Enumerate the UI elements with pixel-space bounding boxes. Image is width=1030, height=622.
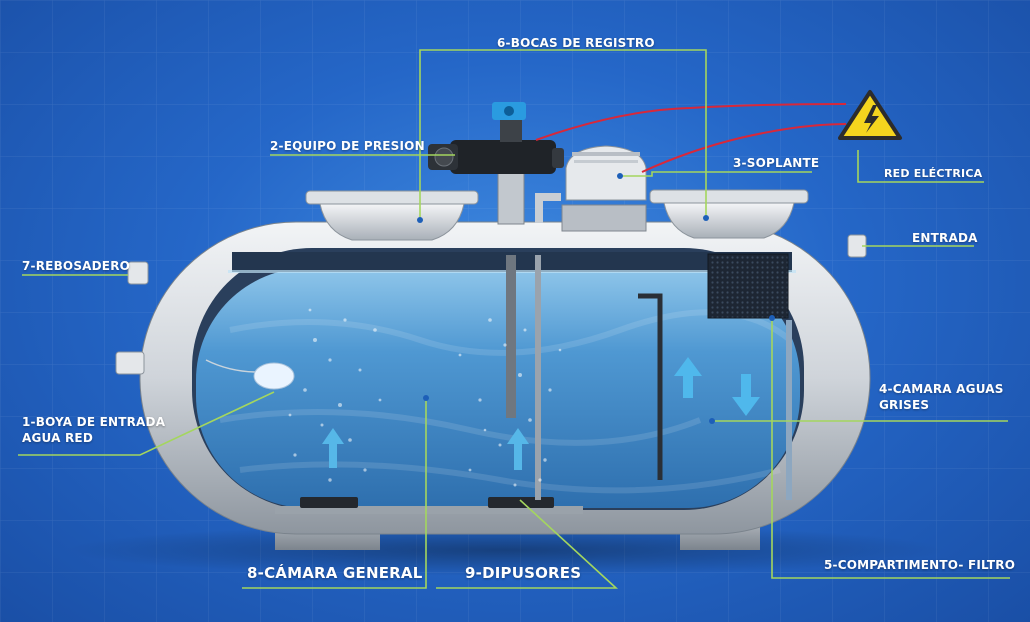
label-equipo-de-presion: 2-EQUIPO DE PRESION — [270, 139, 425, 153]
arrow-up-grey-water-icon — [674, 357, 702, 398]
blower-pipe — [539, 193, 561, 201]
label-boya-line2: AGUA RED — [22, 431, 93, 445]
pump-stand — [497, 171, 525, 225]
pump-icon — [428, 102, 564, 174]
arrow-up-left-icon — [322, 428, 344, 468]
label-dipusores: 9-DIPUSORES — [465, 564, 582, 582]
label-camara-general: 8-CÁMARA GENERAL — [247, 564, 423, 582]
air-pipe — [535, 255, 541, 500]
label-camara-aguas-grises: 4-CAMARA AGUAS GRISES — [879, 381, 1004, 413]
filter-inner-wall — [786, 320, 792, 500]
arrow-down-filter-icon — [732, 374, 760, 416]
label-red-electrica: RED ELÉCTRICA — [884, 167, 983, 180]
label-boya-de-entrada: 1-BOYA DE ENTRADA AGUA RED — [22, 414, 165, 446]
leader-red-electrica — [857, 150, 984, 183]
leader-filtro — [771, 318, 1010, 579]
label-rebosadero: 7-REBOSADERO — [22, 259, 131, 273]
label-bocas-de-registro: 6-BOCAS DE REGISTRO — [497, 36, 655, 50]
float-buoy-icon — [253, 362, 295, 390]
pump-suction-pipe — [506, 255, 516, 418]
electric-cable-1 — [535, 103, 847, 141]
electric-cable-2 — [641, 123, 847, 173]
leader-soplante — [620, 171, 812, 177]
blower-pipe-vert — [535, 193, 543, 223]
leader-endpoints — [417, 173, 775, 424]
air-bubbles — [288, 308, 562, 487]
label-boya-line1: 1-BOYA DE ENTRADA — [22, 415, 166, 429]
leader-boya — [18, 391, 275, 456]
blower-base — [561, 204, 647, 232]
label-camara-aguas-line1: 4-CAMARA AGUAS — [879, 382, 1004, 396]
leader-camara-general — [242, 398, 427, 589]
label-soplante: 3-SOPLANTE — [733, 156, 820, 170]
diffuser-left — [300, 497, 358, 508]
blower-icon — [565, 145, 647, 201]
tank-floor — [275, 506, 583, 514]
filter-box — [707, 253, 789, 319]
leader-bocas — [419, 49, 707, 220]
arrow-up-center-icon — [507, 428, 529, 470]
water-body — [196, 268, 800, 508]
side-pipe-left — [115, 351, 145, 375]
diffuser-right — [488, 497, 554, 508]
label-compartimento-filtro: 5-COMPARTIMENTO- FILTRO — [824, 558, 1016, 572]
manhole-right — [649, 189, 809, 239]
electric-hazard-icon — [838, 90, 902, 140]
compartment-pipe — [638, 293, 663, 480]
float-cable — [205, 359, 259, 373]
leader-dipusores — [436, 499, 619, 589]
leader-lines — [18, 49, 1010, 589]
label-camara-aguas-line2: GRISES — [879, 398, 930, 412]
manhole-left — [305, 190, 479, 241]
label-entrada: ENTRADA — [912, 231, 978, 245]
rebosadero-pipe — [127, 261, 149, 285]
